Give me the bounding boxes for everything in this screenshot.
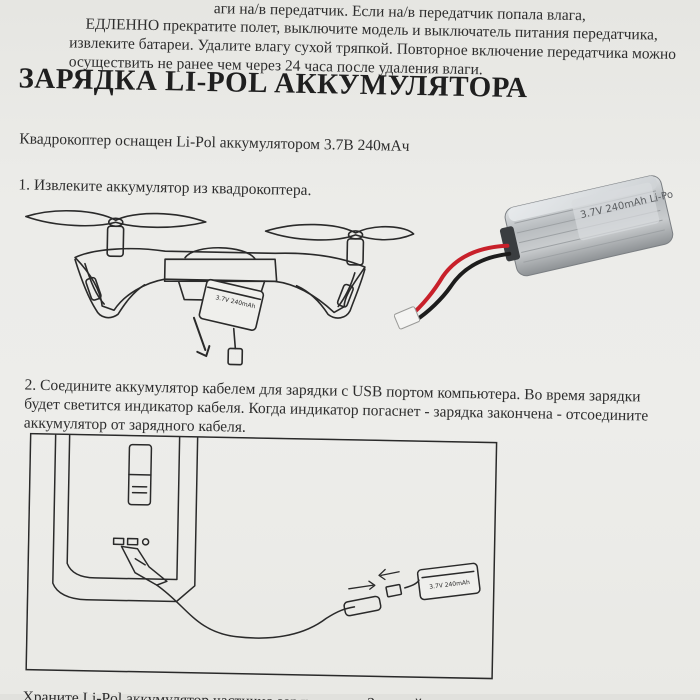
page-shadow: [0, 694, 700, 700]
intro-text: Квадрокоптер оснащен Li-Pol аккумуляторо…: [19, 130, 410, 155]
battery-photo: 3.7V 240mAh Li-Po: [393, 175, 674, 330]
charging-illustration: 3.7V 240mAh: [25, 432, 498, 680]
charging-battery-label: 3.7V 240mAh: [429, 579, 470, 591]
drone-illustration: 3.7V 240mAh: [25, 209, 415, 366]
